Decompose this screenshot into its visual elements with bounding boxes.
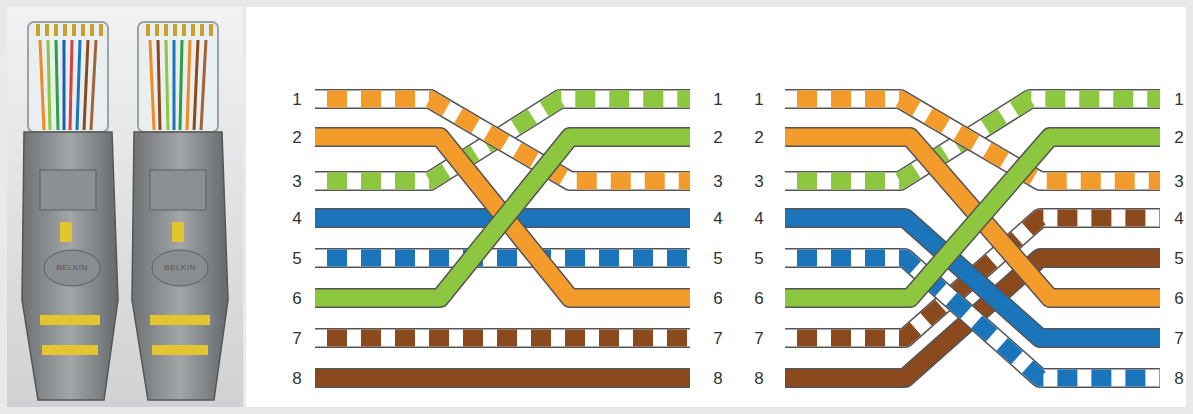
- wire: [315, 338, 690, 339]
- pin-number: 1: [1174, 91, 1183, 108]
- brand-logo: BELKIN: [56, 264, 87, 272]
- pin-number: 1: [292, 91, 301, 108]
- wire: [315, 378, 690, 379]
- pin-number: 2: [754, 129, 763, 146]
- pin-number: 4: [1174, 210, 1183, 227]
- pin-number: 3: [754, 173, 763, 190]
- wire: [785, 137, 1160, 298]
- wire: [315, 137, 690, 298]
- pin-number: 3: [713, 173, 722, 190]
- pin-number: 8: [1174, 370, 1183, 387]
- pin-number: 6: [754, 290, 763, 307]
- pin-number: 1: [754, 91, 763, 108]
- pin-number: 8: [713, 370, 722, 387]
- wire: [315, 137, 690, 298]
- pin-number: 7: [292, 330, 301, 347]
- pin-number: 5: [292, 250, 301, 267]
- pin-number: 7: [713, 330, 722, 347]
- pin-number: 5: [1174, 250, 1183, 267]
- pin-number: 3: [292, 173, 301, 190]
- pin-number: 5: [754, 250, 763, 267]
- pin-number: 6: [713, 290, 722, 307]
- pin-number: 7: [1174, 330, 1183, 347]
- pin-number: 2: [713, 129, 722, 146]
- pin-number: 7: [754, 330, 763, 347]
- pin-number: 8: [292, 370, 301, 387]
- pin-number: 4: [292, 210, 301, 227]
- brand-logo: BELKIN: [164, 264, 195, 272]
- wire: [315, 258, 690, 259]
- pin-number: 6: [292, 290, 301, 307]
- pin-number: 4: [713, 210, 722, 227]
- wire: [785, 137, 1160, 298]
- pin-number: 4: [754, 210, 763, 227]
- pin-number: 5: [713, 250, 722, 267]
- pin-number: 3: [1174, 173, 1183, 190]
- pin-number: 8: [754, 370, 763, 387]
- pin-number: 2: [1174, 129, 1183, 146]
- pin-number: 2: [292, 129, 301, 146]
- pin-number: 6: [1174, 290, 1183, 307]
- pin-number: 1: [713, 91, 722, 108]
